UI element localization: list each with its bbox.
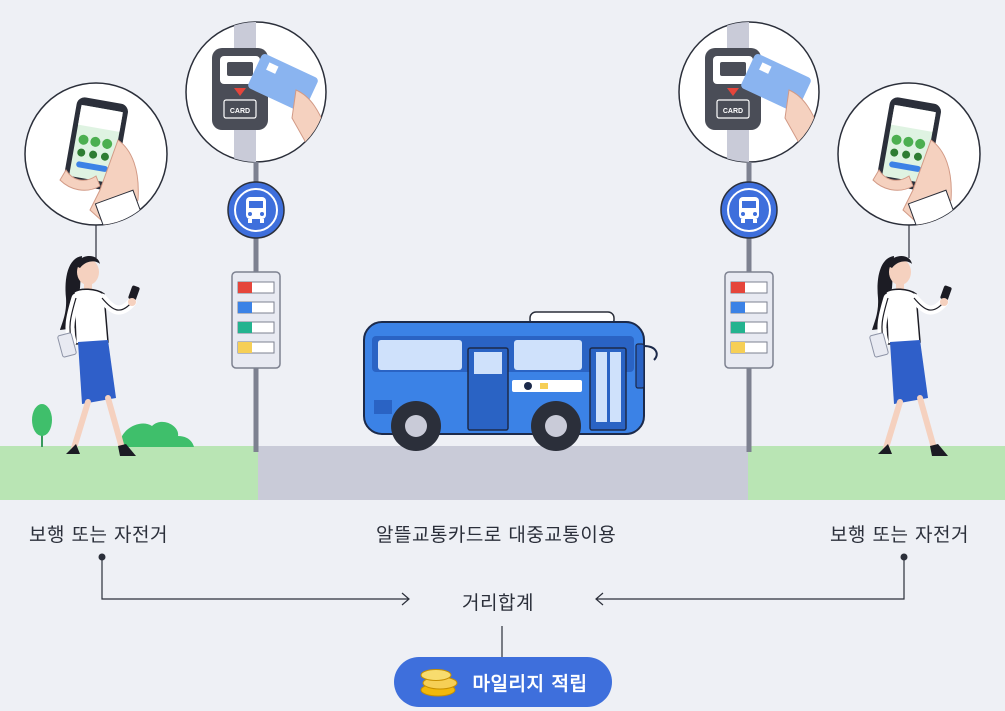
road (258, 446, 748, 500)
coin-stack-icon (420, 669, 458, 697)
card-text: CARD (230, 108, 250, 115)
label-left-walk: 보행 또는 자전거 (29, 524, 168, 546)
bush-icon (119, 421, 194, 447)
phone-app-icon (24, 82, 168, 226)
tree-icon (32, 404, 52, 447)
card-text: CARD (723, 108, 743, 115)
bus-stop-panel-right (724, 271, 774, 369)
grass-right (748, 446, 1005, 500)
bus-stop-sign-icon (720, 181, 778, 239)
phone-app-icon (837, 82, 981, 226)
woman-walking-right (869, 256, 952, 456)
card-reader-icon: CARD (678, 21, 820, 163)
woman-walking-left (57, 256, 140, 456)
label-center-transit: 알뜰교통카드로 대중교통이용 (376, 524, 617, 546)
arrow-left-icon (595, 592, 604, 606)
bus-stop-panel-left (231, 271, 281, 369)
bus-stop-sign-icon (227, 181, 285, 239)
flow-connector-left (98, 553, 410, 606)
label-total-distance: 거리합계 (462, 592, 534, 614)
label-right-walk: 보행 또는 자전거 (830, 524, 969, 546)
mileage-button-label: 마일리지 적립 (472, 672, 588, 695)
bus-icon (363, 311, 658, 451)
arrow-right-icon (401, 592, 410, 606)
flow-connector-right (595, 553, 908, 606)
card-reader-icon: CARD (185, 21, 327, 163)
